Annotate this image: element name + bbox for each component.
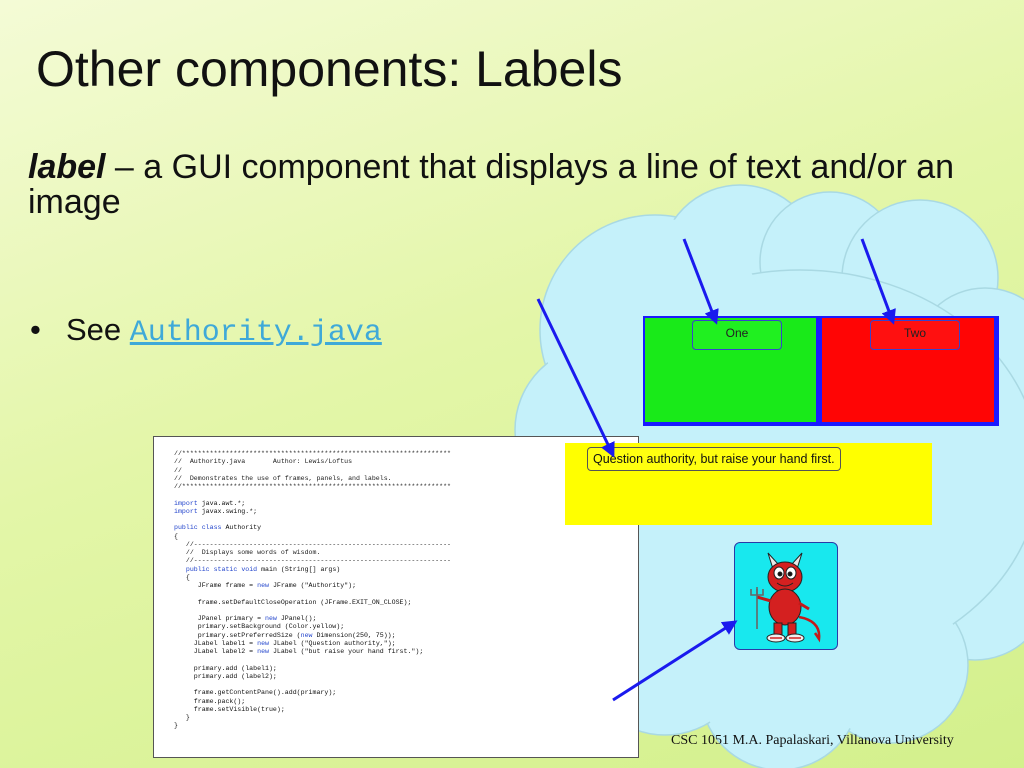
code-line: frame.getContentPane().add(primary); [174,689,337,697]
code-line: { [174,532,178,540]
code-listing: //**************************************… [174,450,451,731]
yellow-primary-panel: Question authority, but raise your hand … [565,443,932,525]
code-line: // [174,466,182,474]
arrow-to-label-one [682,238,719,325]
green-panel: One [645,318,816,422]
code-line: import javax.swing.*; [174,507,258,515]
label-two: Two [870,320,960,350]
arrow-to-quote-label [536,298,615,458]
jframe-one-two: One Two [643,316,999,426]
code-line: JLabel label2 = new JLabel ("but raise y… [174,648,424,655]
code-line: //**************************************… [174,450,451,457]
image-label [734,542,838,650]
arrow-to-label-two [860,238,896,325]
code-line: JLabel label1 = new JLabel ("Question au… [174,639,396,647]
quote-label: Question authority, but raise your hand … [587,447,841,471]
slide-title: Other components: Labels [36,41,623,97]
code-line: //--------------------------------------… [174,540,451,548]
definition-term: label [28,148,106,186]
code-line: // Demonstrates the use of frames, panel… [174,474,392,482]
code-line: JPanel primary = new JPanel(); [174,615,317,622]
code-line: frame.setVisible(true); [174,705,285,713]
code-line: // Displays some words of wisdom. [174,549,321,556]
code-line: } [174,722,178,730]
bullet-prefix: See [66,312,130,347]
bullet-dot: • [30,312,41,347]
code-line: primary.setPreferredSize (new Dimension(… [174,631,396,639]
authority-java-link[interactable]: Authority.java [129,316,382,350]
code-line: //**************************************… [174,483,451,490]
label-one: One [692,320,782,350]
red-panel: Two [822,318,994,422]
code-line: frame.setDefaultCloseOperation (JFrame.E… [174,598,412,606]
code-line: public static void main (String[] args) [185,565,341,573]
code-line: } [174,714,190,721]
label-definition: label – a GUI component that displays a … [28,148,958,222]
code-line: frame.pack(); [174,697,246,705]
code-line: { [174,573,190,581]
code-listing-box: //**************************************… [153,436,639,758]
devil-mascot-icon [750,552,821,643]
definition-text: – a GUI component that displays a line o… [28,148,955,222]
slide-footer: CSC 1051 M.A. Papalaskari, Villanova Uni… [671,733,954,748]
code-line: JFrame frame = new JFrame ("Authority"); [174,582,357,589]
code-line: // Authority.java Author: Lewis/Loftus [174,458,353,466]
arrow-to-image-label [612,620,738,702]
code-line: primary.setBackground (Color.yellow); [174,623,345,631]
code-line: import java.awt.*; [174,499,246,507]
code-line: public class Authority [174,524,262,532]
code-line: //--------------------------------------… [174,557,451,565]
see-bullet: • See Authority.java [30,312,382,350]
code-line: primary.add (label1); [174,664,277,672]
code-line: primary.add (label2); [174,672,277,680]
